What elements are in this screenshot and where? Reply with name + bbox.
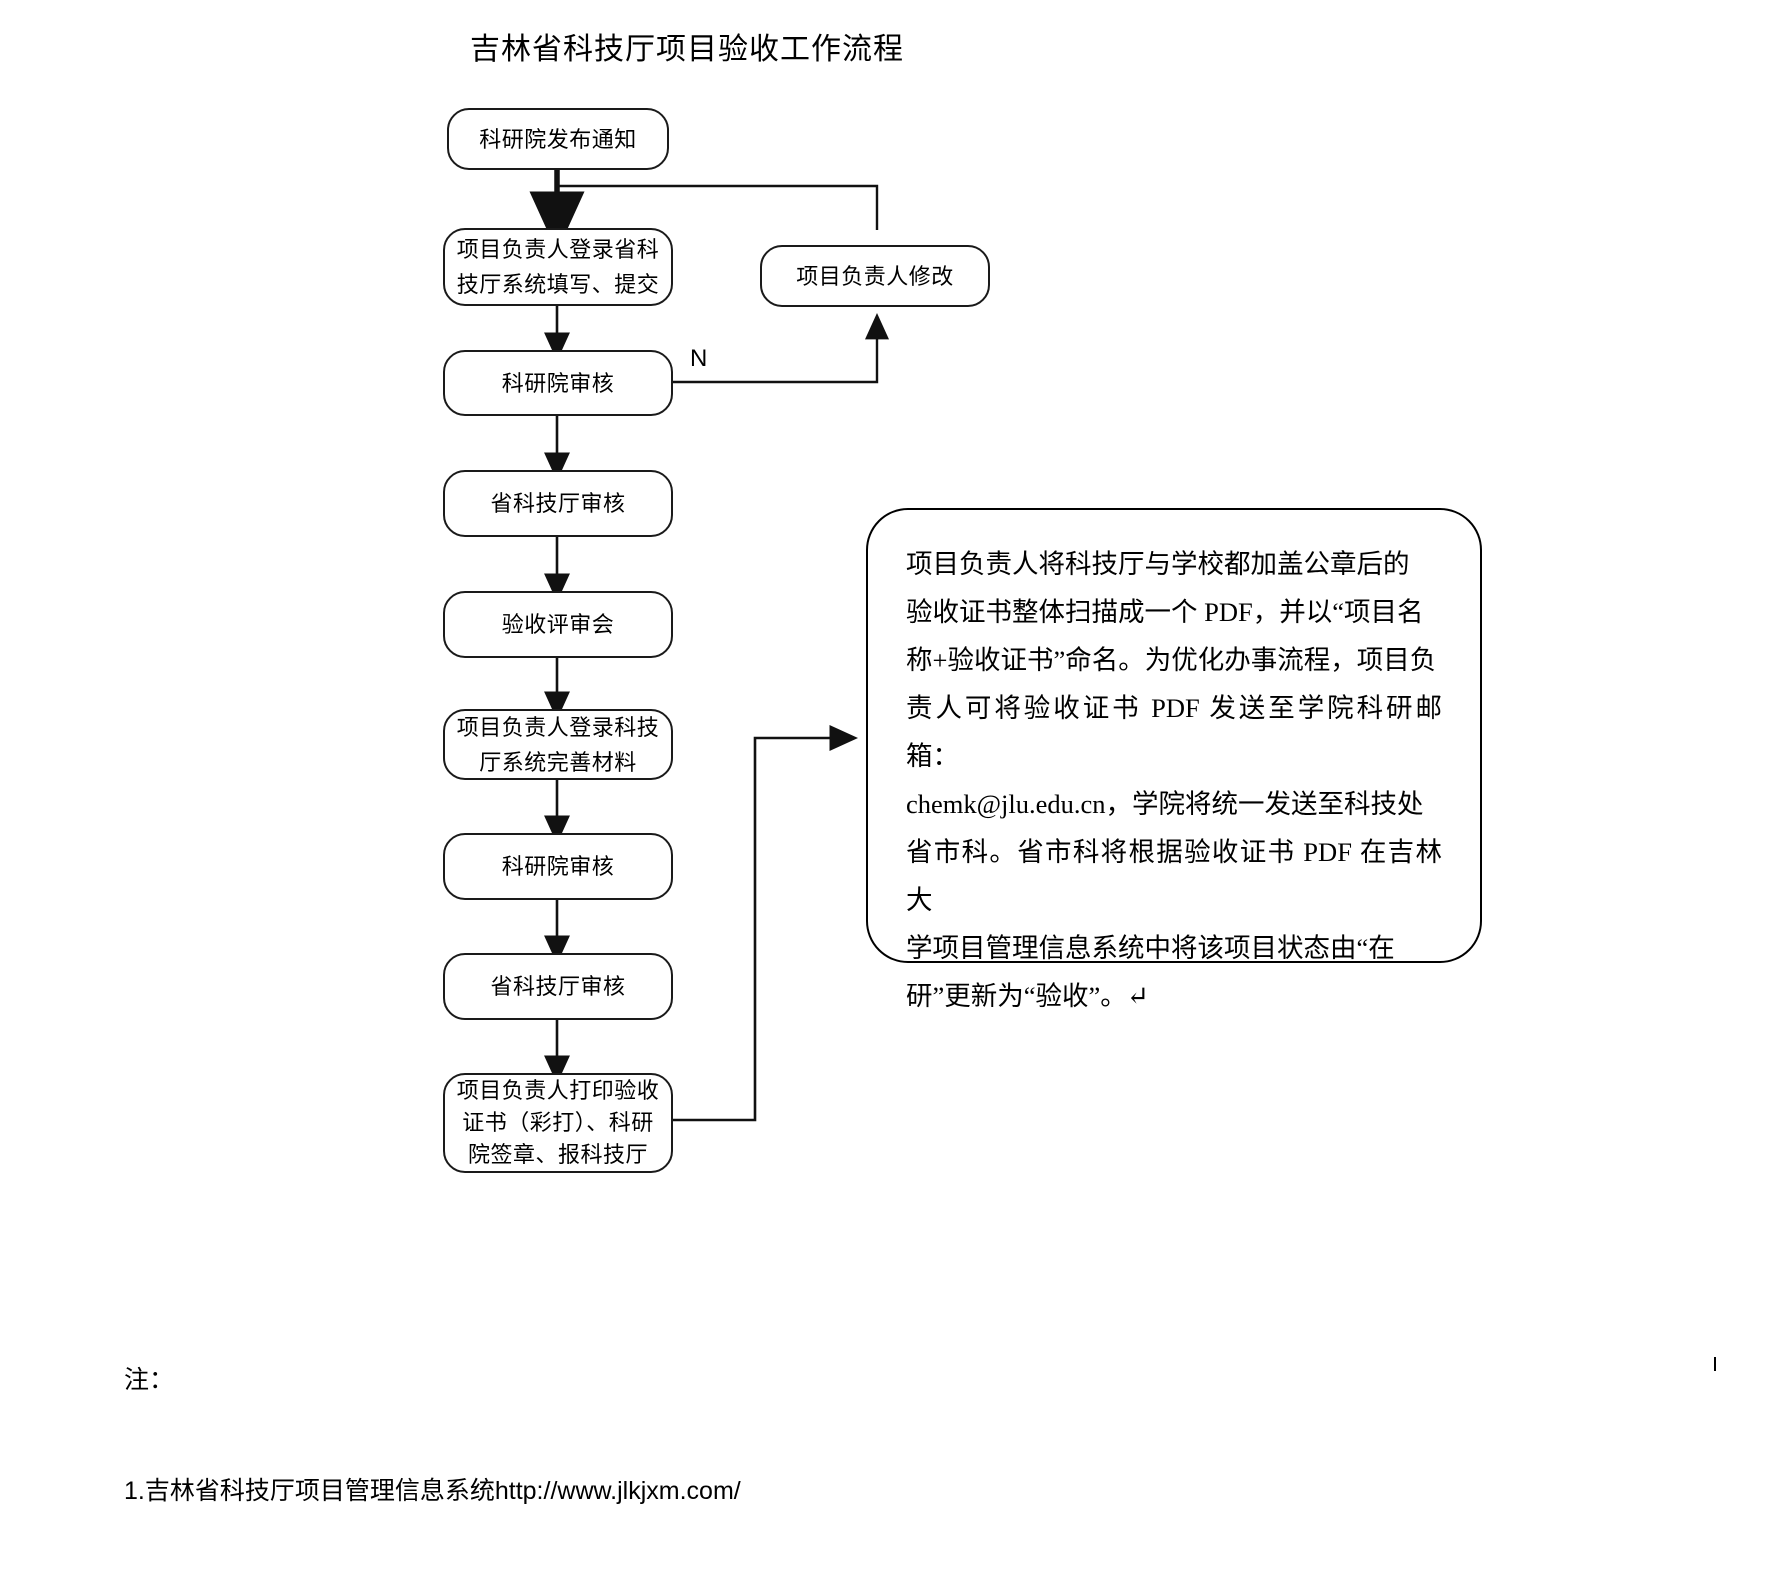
notes-heading: 注： bbox=[124, 1366, 175, 1394]
notes-block: 注： 1.吉林省科技厅项目管理信息系统http://www.jlkjxm.com… bbox=[124, 1288, 741, 1584]
notes-item-1: 1.吉林省科技厅项目管理信息系统http://www.jlkjxm.com/ bbox=[124, 1477, 741, 1505]
flow-node-institute-review-1[interactable]: 科研院审核 bbox=[443, 350, 673, 416]
flow-node-provincial-review-2[interactable]: 省科技厅审核 bbox=[443, 953, 673, 1020]
flow-node-institute-review-2[interactable]: 科研院审核 bbox=[443, 833, 673, 900]
flow-node-leader-revise[interactable]: 项目负责人修改 bbox=[760, 245, 990, 307]
flow-node-label: 科研院审核 bbox=[501, 370, 615, 396]
flow-node-label-line1: 项目负责人登录科技 bbox=[456, 714, 660, 740]
callout-line-2: 验收证书整体扫描成一个 PDF，并以“项目名 bbox=[906, 597, 1424, 627]
flow-node-provincial-review-1[interactable]: 省科技厅审核 bbox=[443, 470, 673, 537]
page-title: 吉林省科技厅项目验收工作流程 bbox=[470, 33, 904, 66]
flow-node-publish-notice[interactable]: 科研院发布通知 bbox=[447, 108, 669, 170]
branch-label-no: N bbox=[690, 345, 708, 372]
callout-line-1: 项目负责人将科技厅与学校都加盖公章后的 bbox=[906, 549, 1410, 579]
callout-line-3: 称+验收证书”命名。为优化办事流程，项目负 bbox=[906, 645, 1437, 675]
callout-line-7: 学项目管理信息系统中将该项目状态由“在 bbox=[906, 933, 1395, 963]
flow-node-label-line1: 项目负责人打印验收 bbox=[456, 1078, 660, 1103]
callout-text: 项目负责人将科技厅与学校都加盖公章后的 验收证书整体扫描成一个 PDF，并以“项… bbox=[906, 540, 1442, 1020]
flow-node-print-certificate[interactable]: 项目负责人打印验收 证书（彩打）、科研 院签章、报科技厅 bbox=[443, 1073, 673, 1173]
callout-line-8: 研”更新为“验收”。↵ bbox=[906, 981, 1149, 1011]
flow-node-label: 项目负责人修改 bbox=[796, 263, 954, 289]
flowchart-canvas: 吉林省科技厅项目验收工作流程 bbox=[124, 33, 1716, 1505]
flow-node-label-line1: 项目负责人登录省科 bbox=[456, 237, 660, 262]
flow-node-label: 省科技厅审核 bbox=[490, 974, 626, 999]
flow-node-label-line3: 院签章、报科技厅 bbox=[467, 1142, 648, 1167]
flow-node-acceptance-meeting[interactable]: 验收评审会 bbox=[443, 591, 673, 658]
flow-node-label: 科研院发布通知 bbox=[479, 126, 637, 152]
flow-node-label-line2: 技厅系统填写、提交 bbox=[456, 272, 660, 297]
flow-node-leader-complete-materials[interactable]: 项目负责人登录科技 厅系统完善材料 bbox=[443, 709, 673, 780]
flow-node-label: 验收评审会 bbox=[501, 612, 615, 637]
flow-node-label: 科研院审核 bbox=[501, 854, 615, 879]
callout-line-5-email: chemk@jlu.edu.cn，学院将统一发送至科技处 bbox=[906, 789, 1424, 819]
callout-line-6: 省市科。省市科将根据验收证书 PDF 在吉林大 bbox=[906, 837, 1442, 915]
flow-node-label: 省科技厅审核 bbox=[490, 491, 626, 516]
flow-node-label-line2: 厅系统完善材料 bbox=[479, 749, 637, 775]
page-edge-tick bbox=[1714, 1357, 1716, 1371]
callout-line-4: 责人可将验收证书 PDF 发送至学院科研邮箱： bbox=[906, 693, 1442, 771]
flow-node-label-line2: 证书（彩打）、科研 bbox=[462, 1110, 654, 1135]
callout-box: 项目负责人将科技厅与学校都加盖公章后的 验收证书整体扫描成一个 PDF，并以“项… bbox=[866, 508, 1482, 1011]
flow-node-leader-login-submit[interactable]: 项目负责人登录省科 技厅系统填写、提交 bbox=[443, 228, 673, 306]
